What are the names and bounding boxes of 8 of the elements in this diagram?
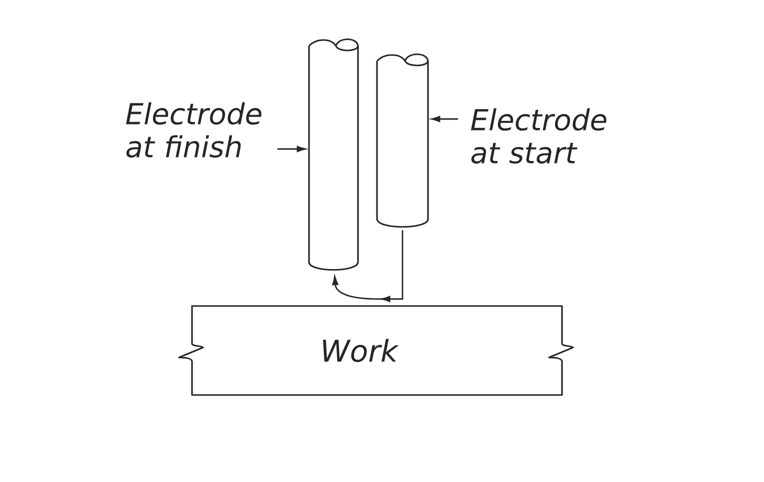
workpiece-box: Work (178, 305, 574, 396)
callout-text: Electrode at finish (126, 102, 262, 158)
leader-arrow (277, 146, 306, 152)
electrode-rod (376, 53, 429, 228)
electrode-rod (308, 38, 359, 271)
curved-arrow (332, 230, 404, 302)
leader-arrow (431, 116, 458, 122)
callout-text: Electrode at start (470, 108, 606, 164)
